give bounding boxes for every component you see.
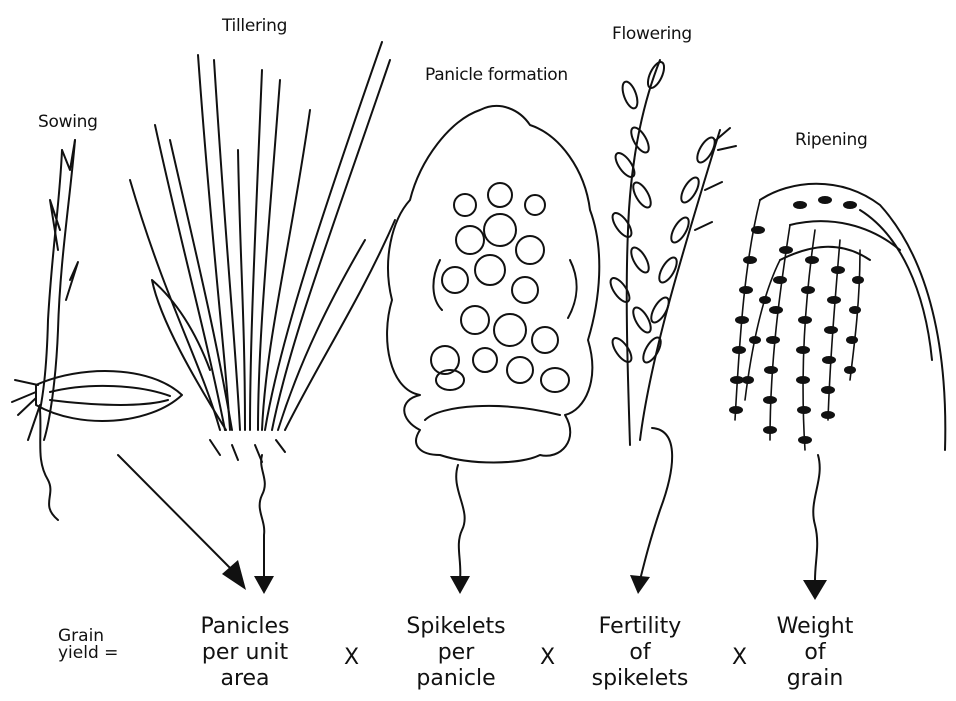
- arrow-tillering-to-panicles: [260, 455, 265, 580]
- multiply-operator-3: X: [732, 645, 747, 670]
- multiply-operator-2: X: [540, 645, 555, 670]
- term-fertility-of-spikelets: Fertility of spikelets: [575, 614, 705, 692]
- connector-arrows: [118, 428, 820, 580]
- term-weight-of-grain: Weight of grain: [765, 614, 865, 692]
- ripening-panicle-illustration: [729, 184, 945, 450]
- term-spikelets-per-panicle: Spikelets per panicle: [392, 614, 520, 692]
- arrow-flowering-to-fertility: [640, 428, 672, 580]
- stage-label-ripening: Ripening: [795, 130, 867, 150]
- multiply-operator-1: X: [344, 645, 359, 670]
- arrowheads: [222, 560, 827, 600]
- flowering-panicle-illustration: [607, 60, 736, 445]
- term-panicles-per-unit-area: Panicles per unit area: [180, 614, 310, 692]
- grain-yield-label: Grain yield =: [58, 628, 118, 662]
- panicle-formation-illustration: [387, 106, 599, 463]
- arrow-sowing-to-panicles: [118, 455, 240, 578]
- stage-label-tillering: Tillering: [222, 16, 287, 36]
- tiller-plant-illustration: [130, 42, 395, 462]
- stage-label-sowing: Sowing: [38, 112, 98, 132]
- stage-label-flowering: Flowering: [612, 24, 692, 44]
- grain-cluster: [729, 196, 864, 444]
- stage-label-panicle-formation: Panicle formation: [425, 65, 568, 85]
- seedling-illustration: [12, 140, 182, 520]
- arrow-ripening-to-weight: [813, 455, 819, 580]
- arrow-panicle-formation-to-spikelets: [456, 465, 464, 580]
